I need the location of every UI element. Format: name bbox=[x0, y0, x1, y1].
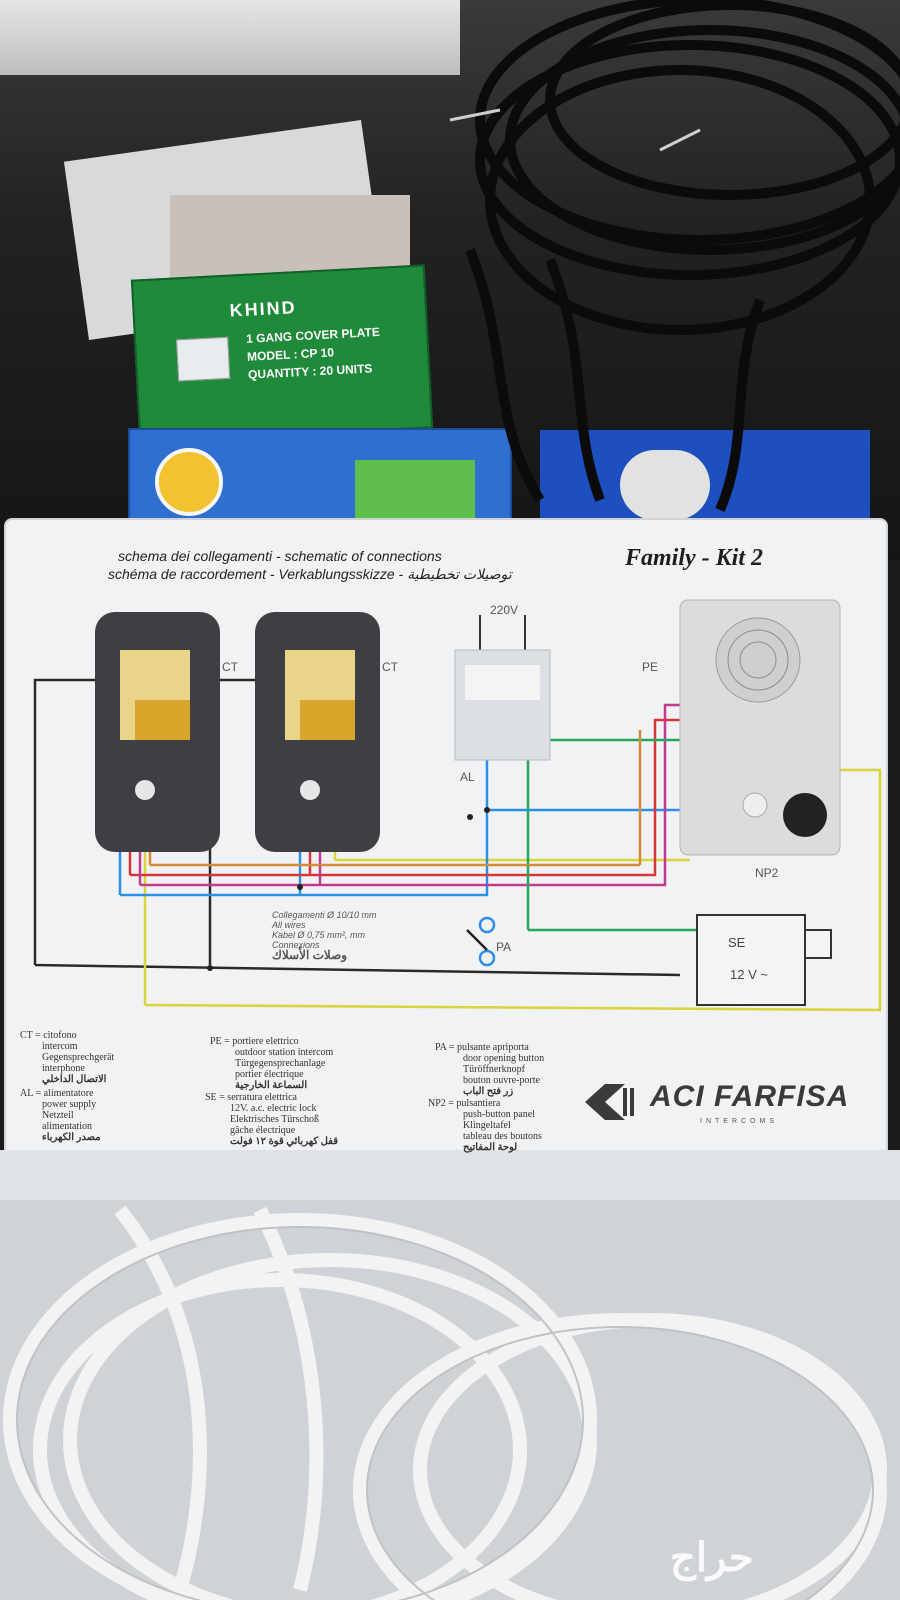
cover-plate-image bbox=[176, 336, 231, 382]
legend-se-3: gâche électrique bbox=[230, 1125, 296, 1136]
legend-np2-1: push-button panel bbox=[463, 1109, 535, 1120]
white-cable-coils bbox=[3, 1205, 887, 1600]
outdoor-station bbox=[679, 599, 841, 856]
legend-np2-0: NP2 = pulsantiera bbox=[428, 1098, 501, 1109]
label-ct-2: CT bbox=[382, 660, 398, 674]
legend-pe: PE = portiere elettrico outdoor station … bbox=[210, 1036, 333, 1091]
legend-np2: NP2 = pulsantiera push-button panel Klin… bbox=[428, 1098, 542, 1153]
legend-se: SE = serratura elettrica 12V. a.c. elect… bbox=[205, 1092, 338, 1147]
black-cable-coils bbox=[449, 0, 900, 512]
farfisa-brand-sub: INTERCOMS bbox=[700, 1118, 778, 1125]
wires-note-3: Kabel Ø 0,75 mm², mm bbox=[272, 930, 366, 940]
wire-green bbox=[526, 738, 700, 932]
wiring-schematic bbox=[33, 599, 882, 1012]
wires-note-4: Connexions bbox=[272, 940, 320, 950]
wire-magenta bbox=[138, 703, 750, 887]
legend-pa-1: door opening button bbox=[463, 1053, 545, 1064]
header-line-2: schéma de raccordement - Verkablungsskiz… bbox=[108, 566, 512, 582]
shelf-board bbox=[0, 0, 460, 75]
legend-al-3: alimentation bbox=[42, 1121, 92, 1132]
legend-al-2: Netzteil bbox=[42, 1110, 74, 1121]
label-pe: PE bbox=[642, 660, 659, 674]
white-fixture bbox=[620, 450, 710, 520]
legend-np2-4: لوحة المفاتيح bbox=[463, 1142, 518, 1153]
legend-se-1: 12V. a.c. electric lock bbox=[230, 1103, 317, 1114]
legend-pa-2: Türöffnerknopf bbox=[463, 1064, 526, 1075]
legend-np2-3: tableau des boutons bbox=[463, 1131, 542, 1142]
legend-al-4: مصدر الكهرباء bbox=[42, 1132, 101, 1143]
interphone-1 bbox=[95, 612, 220, 852]
farfisa-logo-icon bbox=[585, 1084, 634, 1120]
legend-ct-2: Gegensprechgerät bbox=[42, 1052, 115, 1063]
wire-yellow bbox=[143, 750, 882, 1012]
legend-ct-4: الاتصال الداخلي bbox=[42, 1074, 107, 1085]
legend-ct-0: CT = citofono bbox=[20, 1030, 77, 1041]
wires-note-1: Collegamenti Ø 10/10 mm bbox=[272, 910, 377, 920]
label-se: SE bbox=[728, 935, 746, 950]
wires-note-2: All wires bbox=[272, 920, 306, 930]
label-al: AL bbox=[460, 770, 475, 784]
haraj-watermark: حراج bbox=[670, 1536, 754, 1580]
wires-note: Collegamenti Ø 10/10 mm All wires Kabel … bbox=[272, 910, 377, 962]
legend-np2-2: Klingeltafel bbox=[463, 1120, 511, 1131]
legend-ct-3: interphone bbox=[42, 1063, 85, 1074]
interphone-2 bbox=[255, 612, 380, 852]
wire-orange bbox=[148, 730, 642, 867]
legend-se-2: Elektrisches Türschoß bbox=[230, 1114, 319, 1125]
power-supply bbox=[454, 615, 551, 761]
label-ct-1: CT bbox=[222, 660, 238, 674]
header-line-1: schema dei collegamenti - schematic of c… bbox=[118, 548, 442, 564]
khind-line2: MODEL : CP 10 bbox=[246, 345, 335, 364]
wire-red bbox=[128, 718, 740, 877]
khind-line1: 1 GANG COVER PLATE bbox=[245, 324, 381, 346]
khind-brand: KHIND bbox=[229, 297, 298, 321]
legend-ct-1: intercom bbox=[42, 1041, 78, 1052]
label-220v: 220V bbox=[490, 603, 519, 617]
farfisa-brand: ACI FARFISA bbox=[650, 1080, 850, 1113]
legend-pe-3: portier électrique bbox=[235, 1069, 304, 1080]
wires-note-5: وصلات الأسلاك bbox=[272, 948, 348, 962]
kit-title: Family - Kit 2 bbox=[625, 545, 763, 571]
door-button bbox=[466, 916, 496, 967]
legend-al: AL = alimentatore power supply Netzteil … bbox=[20, 1088, 101, 1143]
legend-pa-3: bouton ouvre-porte bbox=[463, 1075, 540, 1086]
legend-se-0: SE = serratura elettrica bbox=[205, 1092, 297, 1103]
legend-pe-1: outdoor station intercom bbox=[235, 1047, 334, 1058]
badge-icon bbox=[155, 448, 223, 516]
khind-box: KHIND 1 GANG COVER PLATE MODEL : CP 10 Q… bbox=[130, 264, 434, 444]
label-pa: PA bbox=[496, 940, 512, 954]
legend-pe-0: PE = portiere elettrico bbox=[210, 1036, 299, 1047]
legend-pa: PA = pulsante apriporta door opening but… bbox=[435, 1042, 544, 1097]
label-np2: NP2 bbox=[755, 866, 779, 880]
legend-se-4: قفل كهربائي قوة ١٢ فولت bbox=[230, 1136, 338, 1147]
legend-al-1: power supply bbox=[42, 1099, 97, 1110]
legend-pe-2: Türgegensprechanlage bbox=[235, 1058, 326, 1069]
legend-pa-0: PA = pulsante apriporta bbox=[435, 1042, 529, 1053]
legend-ct: CT = citofono intercom Gegensprechgerät … bbox=[20, 1030, 114, 1085]
legend-al-0: AL = alimentatore bbox=[20, 1088, 94, 1099]
electric-lock bbox=[696, 914, 832, 1006]
legend-pa-4: زر فتح الباب bbox=[463, 1086, 514, 1097]
legend-pe-4: السماعة الخارجية bbox=[235, 1080, 308, 1091]
label-se-voltage: 12 V ~ bbox=[730, 967, 768, 982]
green-small-box bbox=[355, 460, 475, 525]
